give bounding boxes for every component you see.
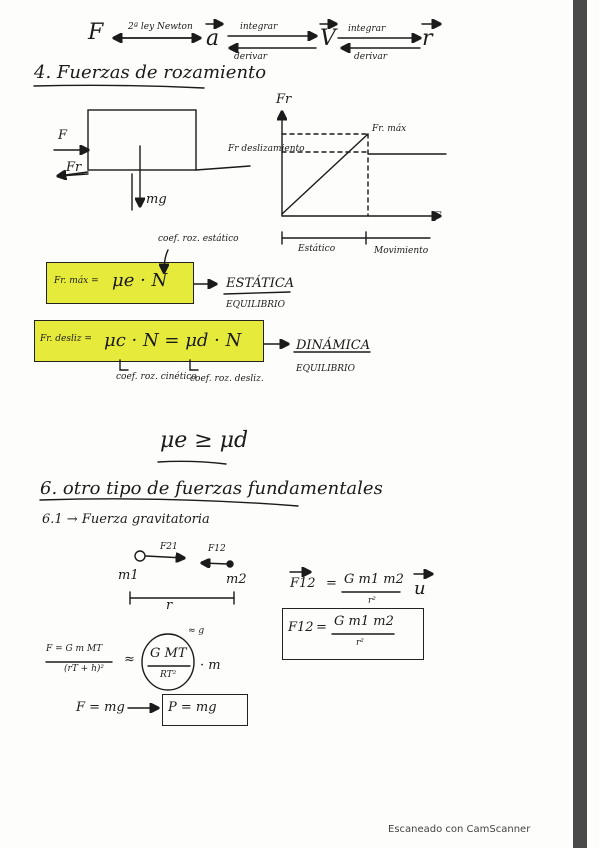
approx-symbol: ≈ <box>124 652 135 667</box>
mass-2-label: m2 <box>226 572 247 587</box>
vector-eq-lhs: F12 <box>290 576 316 591</box>
static-friction-highlight <box>46 262 194 304</box>
graph-fr-slide-label: Fr deslizamiento <box>228 144 305 154</box>
dynamic-eq-lhs: Fr. desliz = <box>40 334 92 344</box>
vector-eq-denominator: r² <box>368 596 376 606</box>
applied-force-label: F <box>58 128 68 143</box>
vector-eq-equals: = <box>326 576 337 591</box>
unit-vector-symbol: u <box>414 578 426 599</box>
gravity-magnitude-box <box>282 608 424 660</box>
static-state-label: EQUILIBRIO <box>226 300 285 310</box>
earth-force-eq: F = G m MT <box>46 644 103 654</box>
friction-force-label: Fr <box>66 160 82 175</box>
scan-edge-shadow <box>573 0 587 848</box>
vector-eq-numerator: G m1 m2 <box>344 572 404 587</box>
box-eq-denominator: r² <box>356 638 364 648</box>
section-4-underline <box>33 84 205 89</box>
earth-force-denominator: (rT + h)² <box>64 664 104 674</box>
section-4-title: 4. Fuerzas de rozamiento <box>34 62 267 83</box>
force-12-label: F12 <box>208 544 226 554</box>
static-eq-lhs: Fr. máx = <box>54 276 99 286</box>
friction-inequality: μe ≥ μd <box>160 428 249 453</box>
distance-label: r <box>166 598 173 613</box>
acceleration-symbol: a <box>206 26 220 51</box>
force-symbol: F <box>88 20 104 45</box>
friction-block-diagram <box>53 109 251 211</box>
derive-label-1: derivar <box>234 52 268 62</box>
derive-label-2: derivar <box>354 52 388 62</box>
dynamic-state-label: EQUILIBRIO <box>296 364 355 374</box>
times-mass: · m <box>200 658 221 673</box>
static-coef-note: coef. roz. estático <box>158 234 239 244</box>
kinematics-arrows <box>114 24 440 48</box>
newton-law-label: 2ª ley Newton <box>128 22 193 32</box>
circled-denominator: RT² <box>160 670 177 680</box>
integrate-label-2: integrar <box>348 24 386 34</box>
graph-y-label: Fr <box>276 92 292 107</box>
two-mass-diagram <box>129 550 235 605</box>
velocity-symbol: V <box>320 26 336 51</box>
sliding-coef-note: coef. roz. desliz. <box>190 374 264 384</box>
static-eq-rhs: μe · N <box>112 270 168 291</box>
weight-label: mg <box>146 192 167 207</box>
box-eq-lhs: F12 <box>288 620 314 635</box>
dynamic-friction-highlight <box>34 320 264 362</box>
static-result-label: ESTÁTICA <box>226 276 295 291</box>
scanner-footer: Escaneado con CamScanner <box>388 824 531 835</box>
kinetic-coef-note: coef. roz. cinético <box>116 372 197 382</box>
graph-moving-region-label: Movimiento <box>374 246 429 256</box>
position-symbol: r <box>422 26 433 51</box>
dynamic-eq-rhs: μc · N = μd · N <box>104 330 242 351</box>
friction-graph <box>282 112 447 245</box>
mass-1-label: m1 <box>118 568 139 583</box>
section-6-1-subtitle: 6.1 → Fuerza gravitatoria <box>42 512 210 527</box>
gravity-g-label: ≈ g <box>188 626 205 636</box>
dynamic-result-label: DINÁMICA <box>296 338 371 353</box>
weight-equation: F = mg <box>76 700 125 715</box>
box-eq-numerator: G m1 m2 <box>334 614 394 629</box>
weight-box-text: P = mg <box>168 700 217 715</box>
integrate-label-1: integrar <box>240 22 278 32</box>
graph-static-region-label: Estático <box>298 244 336 254</box>
box-eq-equals: = <box>316 620 327 635</box>
circled-numerator: G MT <box>150 646 187 661</box>
force-21-label: F21 <box>160 542 178 552</box>
weight-box <box>162 694 248 726</box>
section-6-title: 6. otro tipo de fuerzas fundamentales <box>40 478 383 499</box>
graph-fr-max-label: Fr. máx <box>372 124 407 134</box>
